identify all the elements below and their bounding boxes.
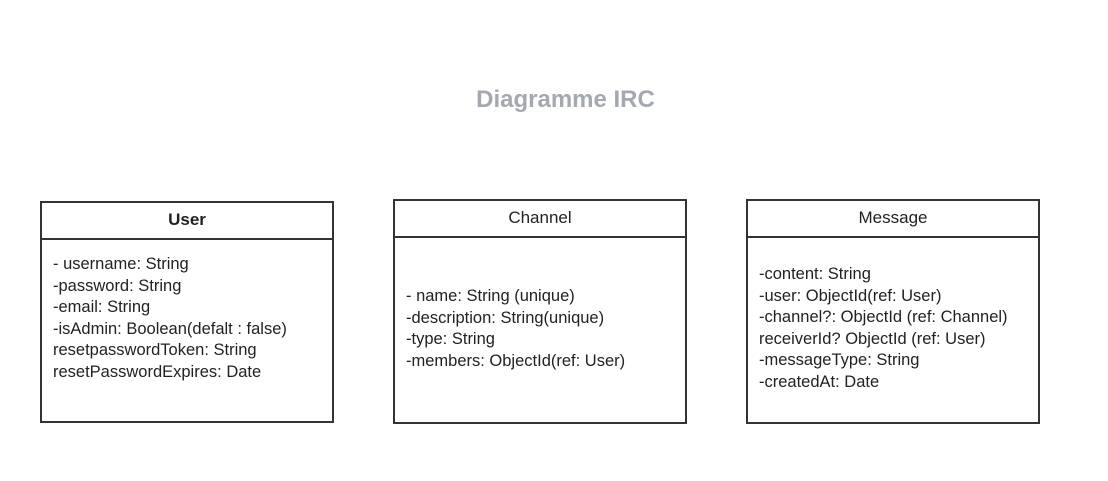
class-box-user[interactable]: User - username: String -password: Strin…: [40, 201, 334, 423]
class-attributes-message: -content: String -user: ObjectId(ref: Us…: [748, 238, 1038, 394]
class-name-message: Message: [748, 201, 1038, 238]
class-attributes-user: - username: String -password: String -em…: [42, 240, 332, 384]
class-name-channel: Channel: [395, 201, 685, 238]
attribute: -description: String(unique): [406, 308, 605, 327]
attribute: -content: String: [759, 265, 871, 283]
attribute: -messageType: String: [759, 351, 920, 370]
attribute: -isAdmin: Boolean(defalt : false): [53, 319, 287, 338]
attribute: - username: String: [53, 255, 189, 273]
diagram-title: Diagramme IRC: [476, 86, 655, 113]
attribute: -type: String: [406, 330, 495, 349]
attribute: -createdAt: Date: [759, 372, 880, 391]
attribute: - name: String (unique): [406, 287, 575, 305]
class-box-message[interactable]: Message -content: String -user: ObjectId…: [746, 199, 1040, 424]
attribute: resetPasswordExpires: Date: [53, 362, 262, 381]
class-box-channel[interactable]: Channel - name: String (unique) -descrip…: [393, 199, 687, 424]
class-name-user: User: [42, 203, 332, 240]
attribute: -password: String: [53, 276, 182, 295]
attribute: -email: String: [53, 298, 151, 317]
class-attributes-channel: - name: String (unique) -description: St…: [395, 238, 685, 372]
attribute: resetpasswordToken: String: [53, 341, 257, 360]
attribute: -user: ObjectId(ref: User): [759, 286, 942, 305]
attribute: -channel?: ObjectId (ref: Channel): [759, 308, 1008, 327]
attribute: receiverId? ObjectId (ref: User): [759, 329, 986, 348]
attribute: -members: ObjectId(ref: User): [406, 351, 626, 370]
